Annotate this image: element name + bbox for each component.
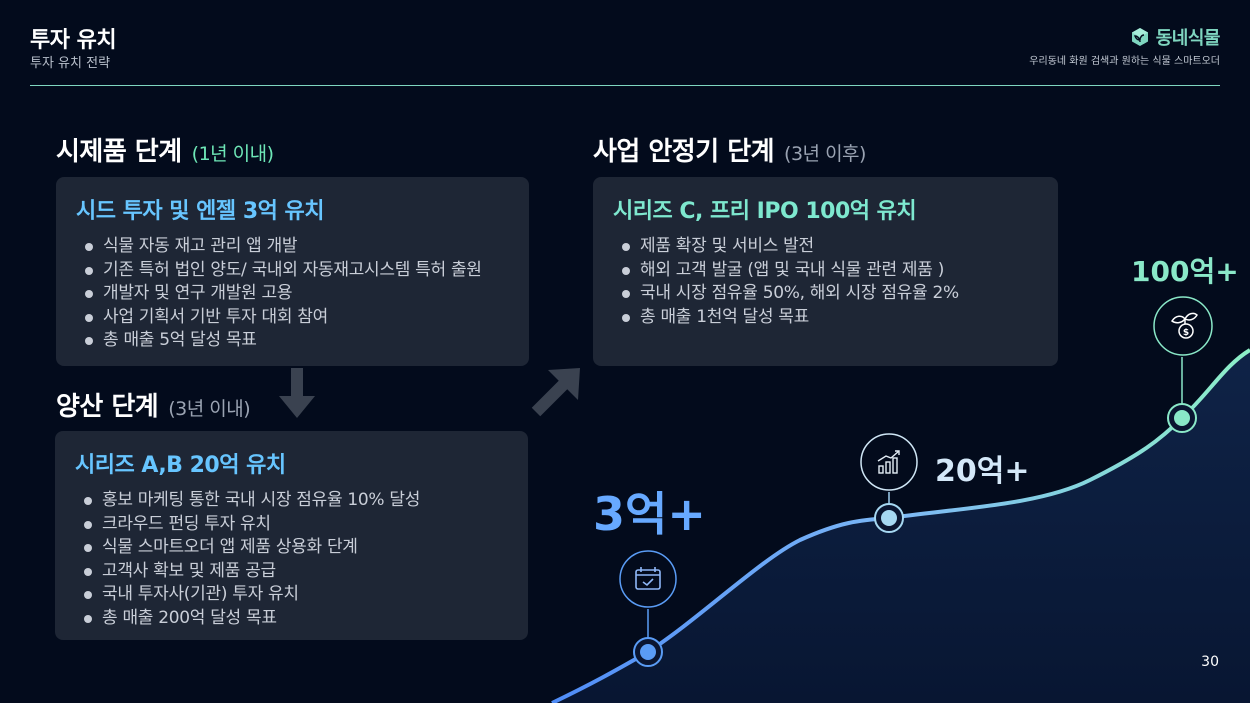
stable-card: 시리즈 C, 프리 IPO 100억 유치 제품 확장 및 서비스 발전 해외 … [593,177,1058,366]
brand-logo-group: 동네식물 [1130,24,1221,50]
list-item: 개발자 및 연구 개발원 고용 [76,282,509,306]
prototype-card: 시드 투자 및 엔젤 3억 유치 식물 자동 재고 관리 앱 개발 기존 특허 … [56,177,529,366]
list-item: 고객사 확보 및 제품 공급 [75,560,508,584]
mass-production-period: (3년 이내) [168,398,251,420]
mass-production-stage-title: 양산 단계(3년 이내) [56,392,251,422]
mass-production-card: 시리즈 A,B 20억 유치 홍보 마케팅 통한 국내 시장 점유율 10% 달… [55,431,528,640]
milestone-label-3: 3억+ [593,487,706,541]
stable-list: 제품 확장 및 서비스 발전 해외 고객 발굴 (앱 및 국내 식물 관련 제품… [613,235,1038,329]
stable-stage-title: 사업 안정기 단계(3년 이후) [593,137,866,167]
stable-card-title: 시리즈 C, 프리 IPO 100억 유치 [613,199,917,224]
prototype-period: (1년 이내) [191,143,274,165]
list-item: 식물 자동 재고 관리 앱 개발 [76,235,509,259]
prototype-card-title: 시드 투자 및 엔젤 3억 유치 [76,199,325,224]
slide-header: 투자 유치 투자 유치 전략 동네식물 우리동네 화원 검색과 원하는 식물 스… [30,22,1221,86]
mass-production-list: 홍보 마케팅 통한 국내 시장 점유율 10% 달성 크라우드 펀딩 투자 유치… [75,489,508,630]
calendar-icon [618,549,678,609]
money-plant-icon: $ [1152,295,1214,357]
list-item: 식물 스마트오더 앱 제품 상용화 단계 [75,536,508,560]
page-subtitle: 투자 유치 전략 [30,56,111,71]
milestone-label-20: 20억+ [935,454,1030,489]
brand-name: 동네식물 [1155,28,1221,49]
brand-tagline: 우리동네 화원 검색과 원하는 식물 스마트오더 [1029,56,1220,67]
page-number: 30 [1201,654,1219,670]
list-item: 국내 투자사(기관) 투자 유치 [75,583,508,607]
list-item: 해외 고객 발굴 (앱 및 국내 식물 관련 제품 ) [613,259,1038,283]
milestone-label-100: 100억+ [1131,255,1239,288]
leaf-cube-icon [1131,28,1148,46]
list-item: 제품 확장 및 서비스 발전 [613,235,1038,259]
list-item: 총 매출 200억 달성 목표 [75,607,508,631]
svg-text:$: $ [1183,328,1189,338]
prototype-stage-title: 시제품 단계(1년 이내) [56,137,274,167]
down-arrow-icon [279,368,315,418]
mass-production-card-title: 시리즈 A,B 20억 유치 [75,453,286,478]
list-item: 국내 시장 점유율 50%, 해외 시장 점유율 2% [613,282,1038,306]
list-item: 총 매출 5억 달성 목표 [76,329,509,353]
page-title: 투자 유치 [30,28,117,53]
list-item: 홍보 마케팅 통한 국내 시장 점유율 10% 달성 [75,489,508,513]
list-item: 기존 특허 법인 양도/ 국내외 자동재고시스템 특허 출원 [76,259,509,283]
diagonal-arrow-icon [531,368,580,417]
list-item: 총 매출 1천억 달성 목표 [613,306,1038,330]
list-item: 사업 기획서 기반 투자 대회 참여 [76,306,509,330]
stable-period: (3년 이후) [784,143,866,165]
list-item: 크라우드 펀딩 투자 유치 [75,513,508,537]
prototype-list: 식물 자동 재고 관리 앱 개발 기존 특허 법인 양도/ 국내외 자동재고시스… [76,235,509,353]
growth-chart-icon [859,432,919,492]
